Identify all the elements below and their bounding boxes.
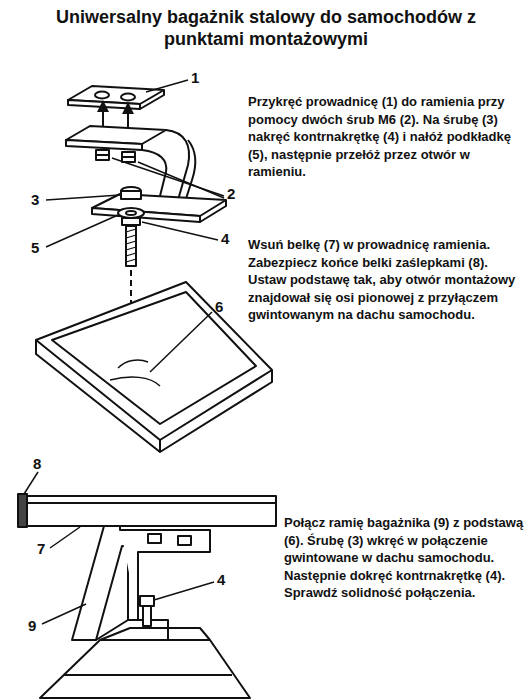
callout-number: 4 [217, 572, 225, 588]
callout-number: 8 [33, 456, 41, 472]
crossbar [18, 494, 276, 527]
roof-foot [40, 628, 250, 698]
roof-foot [36, 282, 272, 452]
arm-bracket [66, 126, 226, 222]
guide-plate [68, 86, 164, 109]
leader-lines [24, 80, 224, 624]
callout-number: 5 [31, 240, 39, 256]
arm [72, 526, 210, 640]
instruction-text: Przykręć prowadnicę (1) do ramienia przy… [248, 93, 524, 181]
callout-number: 9 [28, 618, 36, 634]
callout-number: 2 [227, 186, 235, 202]
callout-number: 1 [191, 70, 199, 86]
instruction-text: Wsuń belkę (7) w prowadnicę ramienia. Za… [248, 236, 526, 324]
callout-number: 4 [221, 231, 229, 247]
bolt-nut [140, 596, 154, 626]
callout-number: 6 [215, 299, 223, 315]
instruction-text: Połącz ramię bagażnika (9) z podstawą (6… [284, 514, 526, 602]
bolt-nut-washer [118, 187, 144, 266]
callout-number: 7 [37, 541, 45, 557]
page-title: Uniwersalny bagażnik stalowy do samochod… [46, 6, 486, 50]
m6-screws [96, 150, 135, 162]
callout-number: 3 [31, 192, 39, 208]
